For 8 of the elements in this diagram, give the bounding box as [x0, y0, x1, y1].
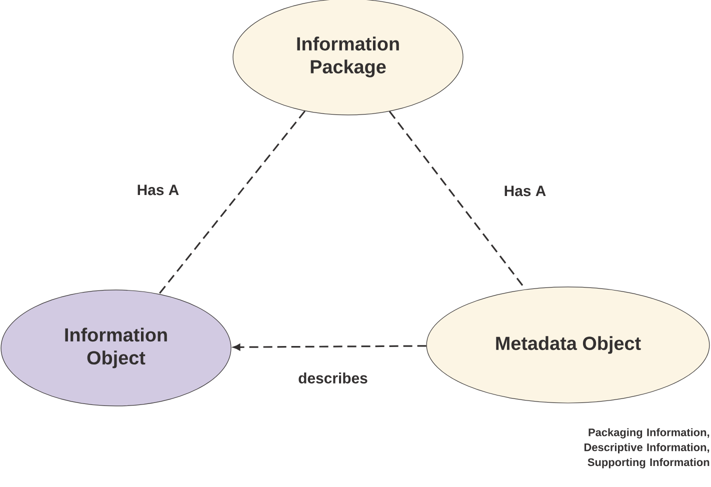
- edge-label: describes: [297, 372, 369, 384]
- ellipse-node: Metadata Object: [426, 286, 710, 404]
- ellipse-node: Information Object: [0, 290, 232, 406]
- edge-label: Has A: [502, 184, 548, 198]
- edge-label: Has A: [136, 184, 180, 196]
- connector: [158, 110, 306, 294]
- note-text: Packaging Information, Descriptive Information, Supporting Information: [584, 428, 710, 468]
- connector: [233, 344, 426, 350]
